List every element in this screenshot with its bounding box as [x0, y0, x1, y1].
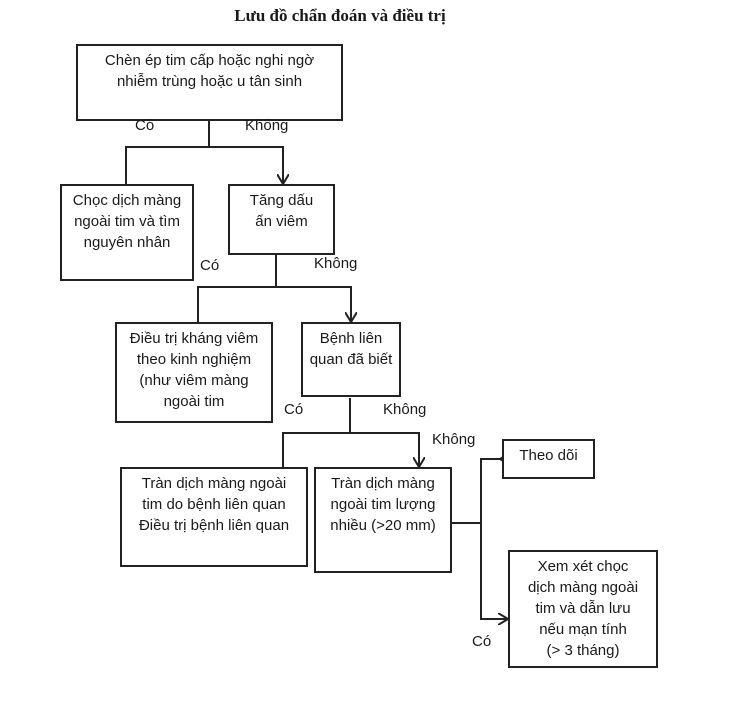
empiric-treatment-box: Điều trị kháng viêm theo kinh nghiệm (nh…: [115, 322, 273, 423]
connector-start-split: [126, 146, 283, 184]
connector-inflammation-split: [198, 286, 351, 322]
no-label: Không: [245, 117, 289, 134]
large-effusion-box: Tràn dịch màng ngoài tim lượng nhiều (>2…: [314, 467, 452, 573]
known-disease-box: Bệnh liên quan đã biết: [301, 322, 401, 397]
no-label: Không: [383, 401, 427, 418]
yes-label: Có: [472, 633, 492, 650]
consider-drainage-box: Xem xét chọc dịch màng ngoài tim và dẫn …: [508, 550, 658, 668]
start-condition-box: Chèn ép tim cấp hoặc nghi ngờ nhiễm trùn…: [76, 44, 343, 121]
no-label: Không: [432, 431, 476, 448]
yes-label: Có: [200, 257, 220, 274]
yes-label: Có: [284, 401, 304, 418]
connector-known-split: [283, 432, 419, 467]
page-title: Lưu đồ chẩn đoán và điều trị: [234, 6, 446, 25]
yes-label: Có: [135, 117, 155, 134]
no-label: Không: [314, 255, 358, 272]
related-effusion-box: Tràn dịch màng ngoài tim do bệnh liên qu…: [120, 467, 308, 567]
follow-up-box: Theo dõi: [502, 439, 595, 479]
pericardiocentesis-box: Chọc dịch màng ngoài tim và tìm nguyên n…: [60, 184, 194, 281]
connector-large-split: [480, 459, 508, 619]
inflammation-markers-box: Tăng dấu ấn viêm: [228, 184, 335, 255]
